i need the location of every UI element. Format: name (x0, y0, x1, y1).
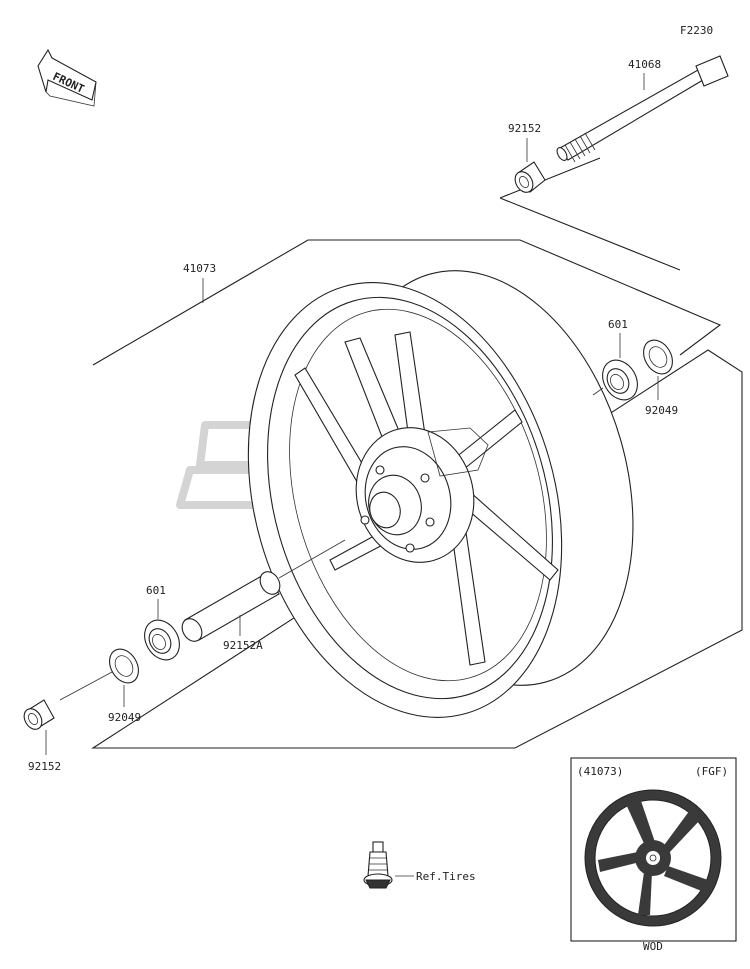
callout-spacer: 92152A (223, 639, 263, 652)
bearing-601-right[interactable] (596, 354, 645, 406)
seal-92049-right[interactable] (638, 335, 679, 379)
collar-92152-bottom[interactable] (21, 699, 55, 733)
callout-wheel: 41073 (183, 262, 216, 275)
spacer-92152A[interactable] (178, 568, 284, 645)
callout-collar-top: 92152 (508, 122, 541, 135)
wheel-variant-thumbnail[interactable] (584, 789, 722, 927)
axle-41068[interactable] (555, 55, 729, 163)
seal-92049-left[interactable] (104, 644, 145, 688)
callout-bearing-left: 601 (146, 584, 166, 597)
collar-92152-top[interactable] (512, 161, 546, 196)
callout-collar-bottom: 92152 (28, 760, 61, 773)
valve-label: Ref.Tires (416, 870, 476, 883)
inset-color-name: WOD (643, 940, 663, 953)
front-arrow-icon: FRONT (37, 48, 97, 107)
wheel-41073[interactable] (200, 236, 679, 755)
inset-part-ref: (41073) (577, 765, 623, 778)
callout-axle: 41068 (628, 58, 661, 71)
callout-seal-right: 92049 (645, 404, 678, 417)
axle-bracket-outline (499, 157, 681, 271)
inset-color-code: (FGF) (695, 765, 728, 778)
diagram-code: F2230 (680, 24, 713, 37)
valve-icon[interactable] (363, 841, 393, 889)
wheel-assembly-outline (91, 239, 743, 749)
bearing-601-left[interactable] (138, 614, 187, 666)
callout-seal-left: 92049 (108, 711, 141, 724)
callout-bearing-right: 601 (608, 318, 628, 331)
color-variant-inset: (41073) (FGF) WOD (570, 757, 737, 953)
